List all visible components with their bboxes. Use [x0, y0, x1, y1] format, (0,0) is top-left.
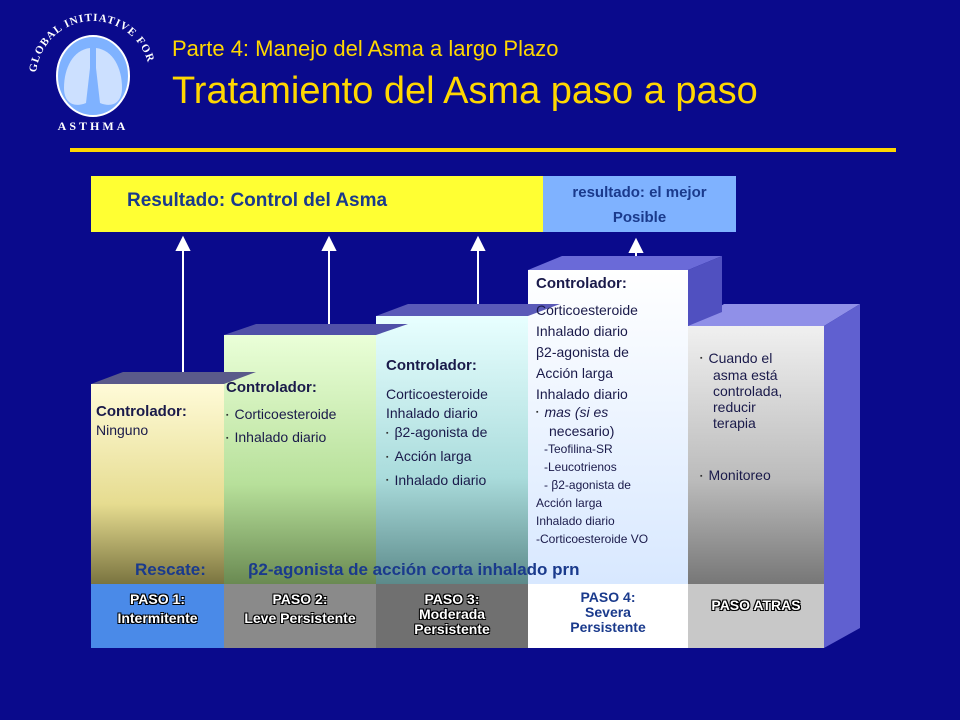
step4-label-line2: Severa — [585, 604, 631, 620]
step3-line: Inhalado diario — [386, 471, 488, 491]
step3-line: Inhalado diario — [386, 405, 478, 421]
step4-line: β2-agonista de — [536, 344, 629, 360]
step2-label-line1: PASO 2: — [272, 591, 328, 607]
step4-line: necesario) — [549, 423, 615, 440]
step3-line: β2-agonista de — [386, 423, 488, 443]
step-back-column — [688, 326, 824, 584]
step1-label: PASO 1: Intermitente — [91, 584, 224, 656]
step4-label-line3: Persistente — [570, 619, 646, 635]
step4-label: PASO 4: Severa Persistente — [528, 584, 688, 654]
goal-banner: Resultado: Control del Asma — [91, 176, 543, 232]
step4-content: Controlador: Corticoesteroide Inhalado d… — [536, 274, 648, 548]
step4-line: Inhalado diario — [536, 386, 628, 402]
step2-column — [224, 335, 376, 584]
step-back-label: PASO ATRAS — [688, 584, 824, 662]
rescue-label: Rescate: — [135, 560, 206, 579]
step2-label-line2: Leve Persistente — [244, 610, 356, 626]
gina-logo: GLOBAL INITIATIVE FOR ASTHMA — [27, 12, 156, 133]
step2-controller-title: Controlador: — [226, 379, 317, 396]
step4-line: Acción larga — [536, 365, 614, 381]
step2-content: Controlador: Corticoesteroide Inhalado d… — [226, 378, 336, 448]
best-result-banner: resultado: el mejor Posible — [543, 176, 736, 232]
step4-line: -Leucotrienos — [544, 460, 617, 475]
slide-subtitle: Parte 4: Manejo del Asma a largo Plazo — [172, 36, 559, 61]
step2-line: Corticoesteroide — [226, 405, 336, 425]
step-back-line: asma está — [713, 367, 778, 384]
logo-bottom-text: ASTHMA — [58, 119, 129, 133]
best-result-line2: Posible — [612, 209, 667, 226]
step4-label-line1: PASO 4: — [580, 589, 636, 605]
step4-line: Corticoesteroide — [536, 302, 638, 318]
title-divider — [70, 148, 896, 152]
step4-column — [528, 270, 688, 584]
step-back-line: controlada, — [713, 383, 783, 400]
step-back-line: Monitoreo — [700, 467, 782, 484]
step-back-line: reducir — [713, 399, 756, 416]
step1-label-line2: Intermitente — [117, 610, 198, 626]
step1-content: Controlador: Ninguno — [96, 402, 187, 440]
step3-label-line2: Moderada — [418, 606, 486, 622]
right-lung-icon — [96, 48, 122, 105]
step2-label: PASO 2: Leve Persistente — [224, 584, 376, 656]
step-back-line: terapia — [713, 415, 756, 432]
step3-label-line1: PASO 3: — [424, 591, 480, 607]
step4-line: Inhalado diario — [536, 514, 615, 529]
step4-line: - β2-agonista de — [544, 478, 631, 493]
step3-line: Acción larga — [386, 447, 488, 467]
step4-controller-title: Controlador: — [536, 275, 627, 292]
step1-controller-title: Controlador: — [96, 403, 187, 420]
left-lung-icon — [64, 48, 90, 105]
best-result-line1: resultado: el mejor — [572, 184, 707, 201]
step-back-line: Cuando el — [700, 350, 782, 367]
step-back-content: Cuando el asma está controlada, reducir … — [700, 350, 782, 485]
step4-line: Acción larga — [536, 496, 603, 511]
step4-line: Inhalado diario — [536, 323, 628, 339]
step1-line: Ninguno — [96, 422, 149, 438]
step3-controller-title: Controlador: — [386, 357, 477, 374]
step4-line: mas (si es — [536, 403, 648, 422]
rescue-text: β2-agonista de acción corta inhalado prn — [248, 560, 580, 579]
step4-line: -Teofilina-SR — [544, 442, 613, 457]
step3-content: Controlador: Corticoesteroide Inhalado d… — [386, 356, 488, 490]
slide-title: Tratamiento del Asma paso a paso — [172, 70, 758, 112]
step2-line: Inhalado diario — [226, 428, 336, 448]
step3-label-line3: Persistente — [414, 621, 490, 637]
step4-line: -Corticoesteroide VO — [536, 532, 649, 547]
goal-banner-text: Resultado: Control del Asma — [127, 190, 388, 211]
step3-line: Corticoesteroide — [386, 386, 488, 402]
step3-label: PASO 3: Moderada Persistente — [376, 584, 528, 656]
step-back-label-line1: PASO ATRAS — [711, 597, 801, 613]
step1-label-line1: PASO 1: — [130, 591, 185, 607]
step1-column — [91, 384, 224, 584]
